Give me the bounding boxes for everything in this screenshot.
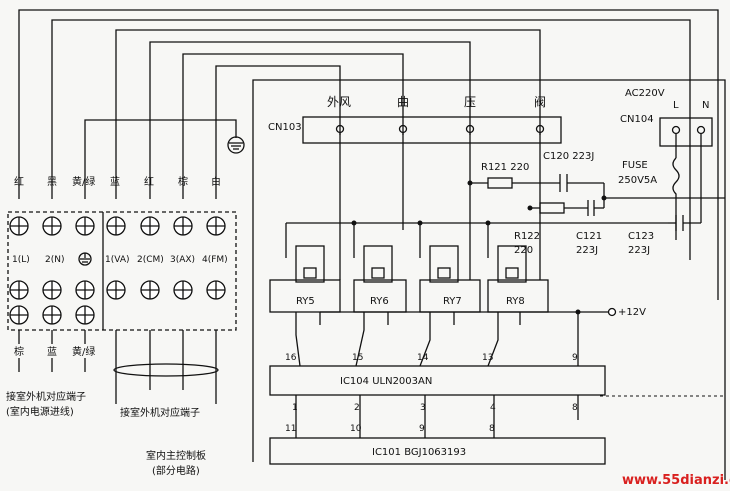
- power-inlet-caption: (室内电源进线): [6, 405, 74, 418]
- ic104-pin3: 3: [420, 403, 426, 413]
- terminal-block: [7, 211, 237, 331]
- ic101-pin8: 8: [489, 424, 495, 434]
- cn104-connector: [659, 117, 713, 147]
- ic-interconnect: [295, 395, 579, 438]
- ic101-pin9: 9: [419, 424, 425, 434]
- ic104-pin2: 2: [354, 403, 360, 413]
- terminal-color-4: 蓝: [110, 176, 120, 188]
- ic104-pin4: 4: [490, 403, 496, 413]
- ic101-pin11: 11: [285, 424, 296, 434]
- cn103-pin-label-4: 阀: [534, 95, 546, 109]
- cn103-label: CN103: [268, 122, 302, 133]
- c121-value: 223J: [576, 245, 598, 256]
- terminal-color-5: 红: [144, 175, 154, 188]
- terminal-color-3: 黄/绿: [72, 175, 95, 188]
- cn104-pin-l-label: L: [673, 100, 679, 111]
- terminal-label-6: 3(AX): [170, 255, 195, 265]
- plus12v-terminal: [607, 307, 617, 317]
- r122-value: 220: [514, 245, 533, 256]
- terminal-label-1: 1(L): [12, 255, 30, 265]
- ac220v-label: AC220V: [625, 88, 665, 99]
- terminal-color-6: 棕: [178, 175, 188, 188]
- cn104-label: CN104: [620, 114, 654, 125]
- plus12v-label: +12V: [618, 307, 646, 318]
- terminal-color-2: 黑: [47, 176, 57, 188]
- relay-ry6-label: RY6: [370, 296, 389, 307]
- relay-bus: [285, 222, 668, 258]
- r121-label: R121 220: [481, 162, 529, 173]
- cn103-pin-label-3: 压: [464, 95, 476, 109]
- r121-c120-branch: [470, 174, 725, 199]
- ic101-chip: [269, 437, 606, 465]
- c120-label: C120 223J: [543, 151, 594, 162]
- main-board-caption: 室内主控制板: [146, 449, 206, 462]
- plus12v-bus: [319, 311, 608, 366]
- c123-capacitor: [668, 215, 701, 231]
- cn103-pin-label-1: 外风: [327, 95, 351, 109]
- partial-circuit-caption: (部分电路): [152, 464, 200, 477]
- earth-ground-icon: [227, 136, 245, 154]
- relay-ry5-label: RY5: [296, 296, 315, 307]
- c121-label: C121: [576, 231, 602, 242]
- terminal-screws: [9, 216, 226, 325]
- relay-ry8-label: RY8: [506, 296, 525, 307]
- ic104-pin9: 9: [572, 353, 578, 363]
- watermark-url: www.55dianzi.com: [622, 473, 730, 488]
- r122-c121-branch: [530, 198, 605, 216]
- ic101-label: IC101 BGJ1063193: [372, 447, 466, 458]
- ic104-pin13: 13: [482, 353, 493, 363]
- ic104-chip: [269, 365, 606, 396]
- outdoor-terminal-caption: 接室外机对应端子: [6, 390, 86, 403]
- outdoor-terminal-caption-2: 接室外机对应端子: [120, 406, 200, 419]
- terminal-label-2: 2(N): [45, 255, 64, 265]
- terminal-label-7: 4(FM): [202, 255, 228, 265]
- ic104-pin8: 8: [572, 403, 578, 413]
- terminal-label-4: 1(VA): [105, 255, 130, 265]
- cn104-pins: [671, 125, 706, 223]
- fuse-icon: [672, 157, 680, 240]
- ic104-pin16: 16: [285, 353, 297, 363]
- fuse-rating: 250V5A: [618, 175, 657, 186]
- relay-ry5: [269, 230, 341, 313]
- ic104-pin1: 1: [292, 403, 298, 413]
- terminal-color-1: 红: [14, 175, 24, 188]
- terminal-color-7: 白: [211, 175, 221, 188]
- terminal-bottom-color-3: 黄/绿: [72, 345, 95, 358]
- ic101-pin10: 10: [350, 424, 362, 434]
- cn103-pin-label-2: 曲: [397, 95, 409, 109]
- r122-label: R122: [514, 231, 540, 242]
- cn103-connector: [302, 116, 562, 144]
- terminal-bottom-color-2: 蓝: [47, 346, 57, 358]
- relay-ry7-label: RY7: [443, 296, 462, 307]
- c123-value: 223J: [628, 245, 650, 256]
- cn104-pin-n-label: N: [702, 100, 709, 111]
- terminal-earth-icon: [78, 252, 92, 266]
- coil-lines: [295, 312, 499, 367]
- ic104-pin15: 15: [352, 353, 363, 363]
- terminal-label-5: 2(CM): [137, 255, 164, 265]
- fuse-label: FUSE: [622, 160, 648, 171]
- wiring: [18, 9, 726, 480]
- terminal-bottom-wires: [18, 330, 219, 404]
- terminal-bottom-color-1: 棕: [14, 345, 24, 358]
- ic104-pin14: 14: [417, 353, 429, 363]
- ic104-label: IC104 ULN2003AN: [340, 376, 432, 387]
- c123-label: C123: [628, 231, 654, 242]
